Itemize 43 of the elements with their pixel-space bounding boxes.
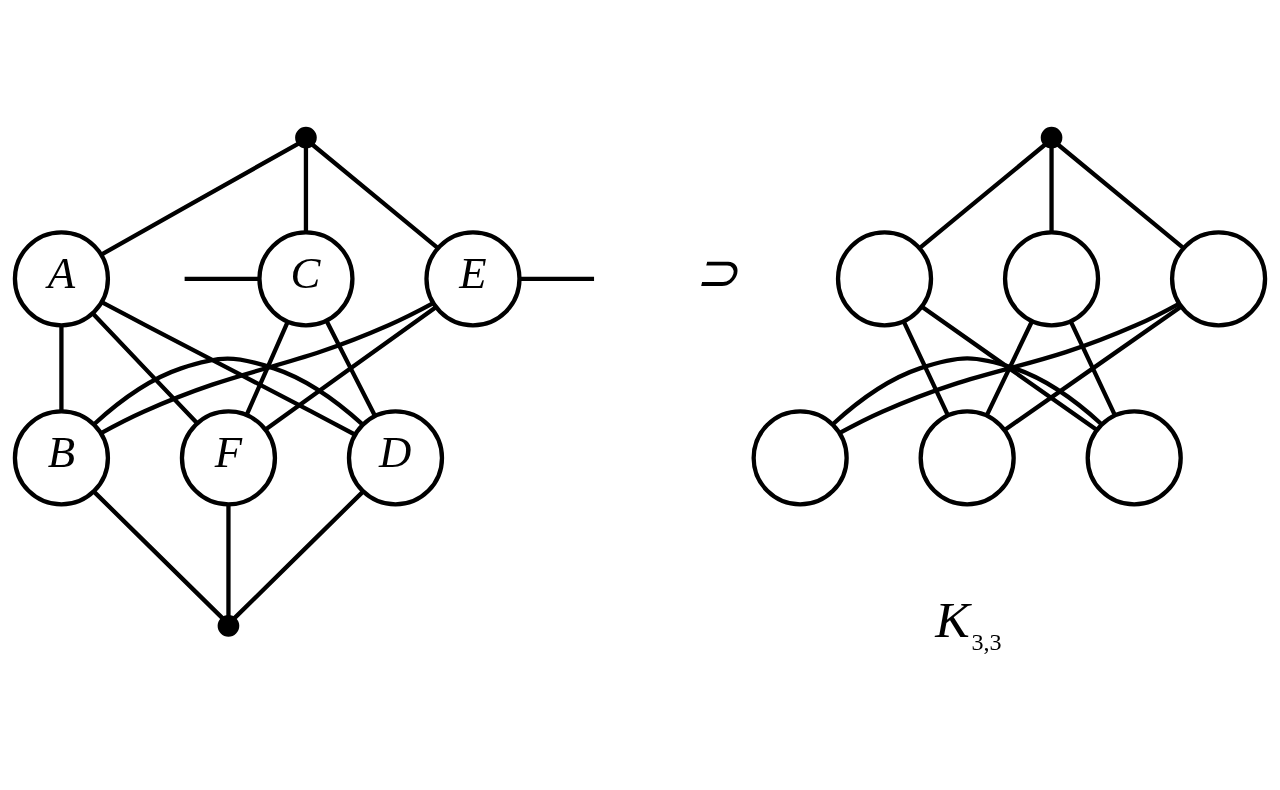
connector — [1049, 146, 1054, 232]
connector — [519, 276, 595, 281]
connector — [232, 490, 364, 620]
label: K$_{3,3}$ — [935, 591, 1002, 655]
connector — [1056, 142, 1185, 250]
node-circle — [751, 409, 849, 507]
node-dot — [1040, 126, 1063, 149]
node-circle: D — [346, 409, 445, 507]
node-circle: F — [179, 409, 278, 507]
node-dot — [217, 615, 240, 637]
connector — [100, 300, 357, 437]
connector — [184, 276, 260, 281]
connector — [831, 356, 1103, 426]
connector — [226, 504, 231, 617]
node-dot — [295, 126, 317, 149]
connector — [59, 325, 64, 411]
connector — [100, 301, 435, 435]
connector — [310, 142, 439, 250]
node-circle: E — [424, 230, 522, 328]
connector — [984, 320, 1034, 417]
connector — [920, 305, 1098, 432]
connector — [92, 356, 365, 427]
connector — [901, 320, 950, 416]
connector — [324, 319, 377, 418]
connector — [1003, 305, 1183, 432]
connector — [264, 305, 438, 431]
connector — [303, 146, 309, 232]
node-circle — [1169, 230, 1268, 328]
node-circle — [835, 230, 934, 328]
connector — [92, 490, 225, 620]
node-circle: C — [257, 230, 355, 328]
node-circle — [1085, 409, 1183, 507]
node-circle — [918, 409, 1016, 507]
node-circle: B — [12, 409, 111, 507]
connector — [1068, 320, 1117, 416]
node-circle — [1002, 230, 1101, 328]
connector — [838, 301, 1180, 435]
connector — [100, 141, 300, 257]
connector — [91, 312, 199, 425]
node-circle: A — [12, 230, 111, 328]
connector — [918, 142, 1047, 250]
label: ⊃ — [695, 244, 739, 302]
connector — [244, 320, 290, 416]
